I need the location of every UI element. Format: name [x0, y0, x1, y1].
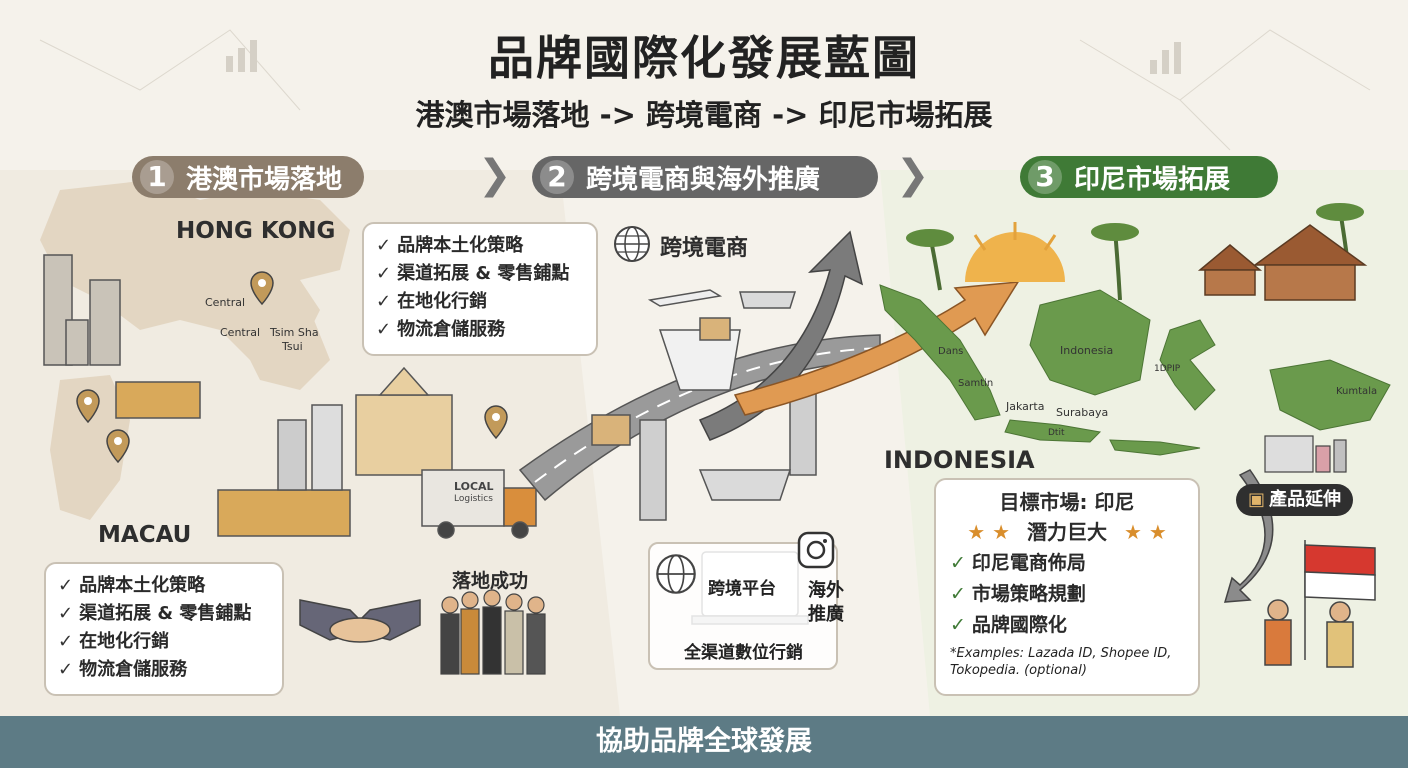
list-item: ✓在地化行銷 [58, 631, 170, 652]
map-label: Central [205, 296, 246, 309]
instagram-icon [797, 531, 835, 569]
truck-label-line2: Logistics [454, 494, 493, 504]
chevron-right-icon: ❯ [478, 152, 512, 198]
success-label: 落地成功 [452, 570, 529, 592]
map-pin-icon [484, 405, 508, 440]
step-3-pill: 3 印尼市場拓展 [1020, 156, 1278, 198]
chevron-right-icon: ❯ [896, 152, 930, 198]
map-label: 1DPIP [1154, 364, 1181, 374]
star-icon: ★ ★ [967, 520, 1011, 544]
target-potential: 潛力巨大 [1027, 520, 1107, 544]
map-label: Central [220, 326, 261, 339]
list-item: ✓市場策略規劃 [950, 583, 1086, 605]
check-icon: ✓ [376, 291, 392, 312]
map-pin-icon [106, 429, 130, 464]
map-pin-icon [250, 271, 274, 306]
truck-label-line1: LOCAL [454, 480, 494, 493]
check-icon: ✓ [58, 631, 74, 652]
list-item: ✓品牌本土化策略 [376, 235, 524, 256]
check-icon: ✓ [950, 583, 966, 605]
step-number: 3 [1028, 160, 1062, 194]
hong-kong-label: HONG KONG [176, 218, 336, 244]
step-number: 1 [140, 160, 174, 194]
map-label: Tsim Sha [270, 326, 319, 339]
step-number: 2 [540, 160, 574, 194]
step-1-pill: 1 港澳市場落地 [132, 156, 364, 198]
map-label: Surabaya [1056, 406, 1109, 419]
globe-icon [614, 226, 650, 262]
promo-line1: 海外 [808, 580, 844, 601]
service-box-lower: ✓品牌本土化策略 ✓渠道拓展 & 零售鋪點 ✓在地化行銷 ✓物流倉儲服務 [44, 562, 284, 696]
list-item: ✓品牌本土化策略 [58, 575, 206, 596]
crossborder-label: 跨境電商 [660, 236, 749, 261]
globe-icon [656, 554, 696, 594]
product-extension-pill: ▣產品延伸 [1236, 484, 1354, 516]
list-item: ✓品牌國際化 [950, 614, 1067, 636]
target-title: 目標市場: 印尼 [999, 490, 1135, 514]
map-label: Jakarta [1006, 400, 1045, 413]
map-label: Kumtala [1336, 386, 1378, 397]
map-label: Tsui [282, 340, 303, 353]
list-item: ✓在地化行銷 [376, 291, 488, 312]
map-pin-icon [76, 389, 100, 424]
service-box-upper: ✓品牌本土化策略 ✓渠道拓展 & 零售鋪點 ✓在地化行銷 ✓物流倉儲服務 [362, 222, 598, 356]
macau-label: MACAU [98, 522, 192, 548]
check-icon: ✓ [58, 575, 74, 596]
package-icon: ▣ [1248, 489, 1266, 510]
map-label: Dans [938, 346, 964, 357]
check-icon: ✓ [376, 263, 392, 284]
map-label: Samtin [958, 378, 994, 389]
check-icon: ✓ [58, 603, 74, 624]
step-2-pill: 2 跨境電商與海外推廣 [532, 156, 878, 198]
check-icon: ✓ [376, 319, 392, 340]
list-item: ✓物流倉儲服務 [376, 319, 506, 340]
channel-label: 全渠道數位行銷 [684, 643, 803, 663]
map-label: Indonesia [1060, 344, 1114, 357]
list-item: ✓物流倉儲服務 [58, 659, 188, 680]
check-icon: ✓ [950, 552, 966, 574]
list-item: ✓印尼電商佈局 [950, 552, 1086, 574]
platform-screen-label: 跨境平台 [708, 579, 776, 599]
check-icon: ✓ [58, 659, 74, 680]
page-subtitle: 港澳市場落地 -> 跨境電商 -> 印尼市場拓展 [415, 98, 993, 132]
step-label: 跨境電商與海外推廣 [586, 164, 821, 195]
target-note: *Examples: Lazada ID, Shopee ID, Tokoped… [950, 646, 1172, 678]
map-label: Dtit [1048, 428, 1065, 438]
check-icon: ✓ [950, 614, 966, 636]
step-label: 印尼市場拓展 [1074, 164, 1231, 195]
target-potential-row: ★ ★ 潛力巨大 ★ ★ [950, 516, 1184, 548]
footer-banner: 協助品牌全球發展 [0, 716, 1408, 768]
indonesia-label: INDONESIA [884, 446, 1035, 474]
star-icon: ★ ★ [1123, 520, 1167, 544]
step-label: 港澳市場落地 [186, 164, 343, 195]
promo-line2: 推廣 [808, 604, 844, 625]
list-item: ✓渠道拓展 & 零售鋪點 [58, 603, 252, 624]
list-item: ✓渠道拓展 & 零售鋪點 [376, 263, 570, 284]
target-market-box: 目標市場: 印尼 ★ ★ 潛力巨大 ★ ★ ✓印尼電商佈局 ✓市場策略規劃 ✓品… [934, 478, 1200, 696]
page-title: 品牌國際化發展藍圖 [488, 31, 920, 85]
check-icon: ✓ [376, 235, 392, 256]
